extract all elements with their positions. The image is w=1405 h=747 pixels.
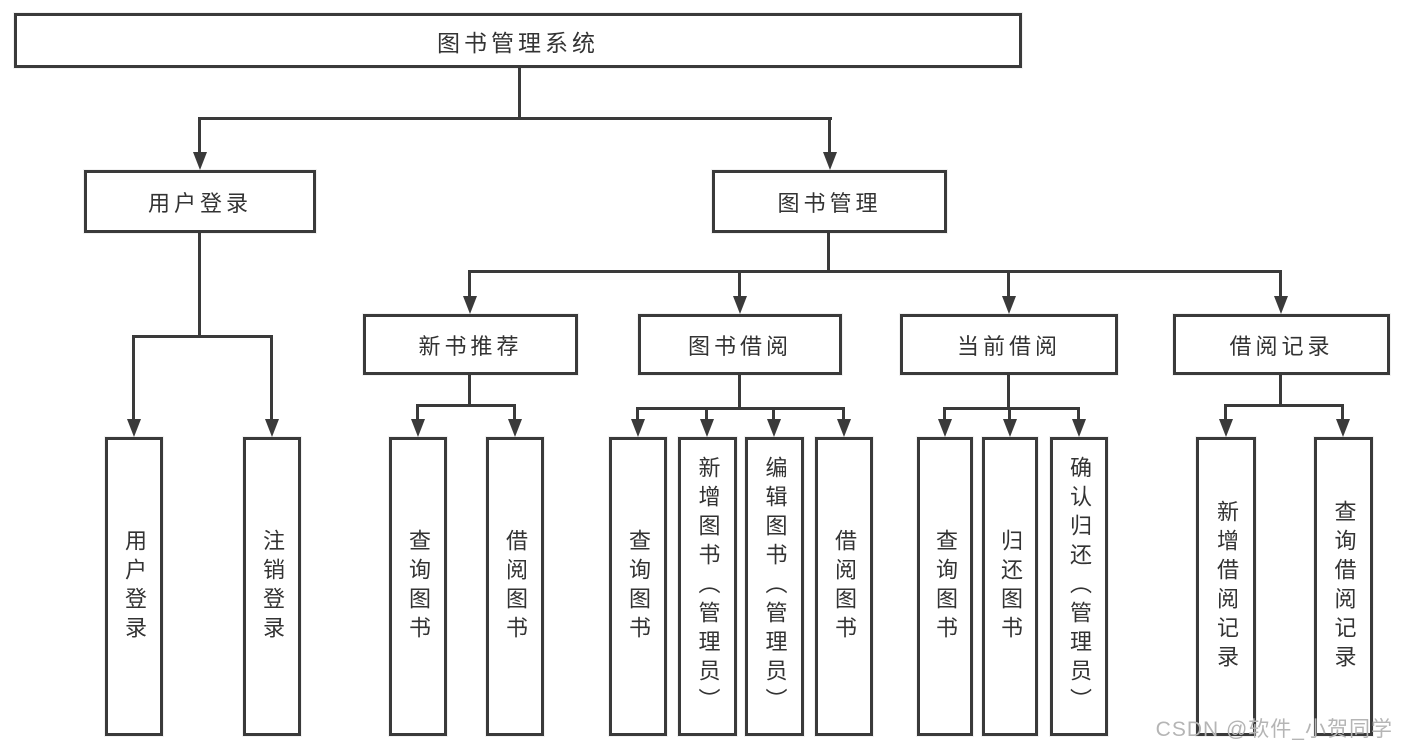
leaf-query-books-recommend: 查询图书 [389, 437, 447, 736]
node-current-borrowing-label: 当前借阅 [956, 333, 1061, 359]
connector-line [468, 270, 471, 298]
node-book-borrowing: 图书借阅 [638, 314, 842, 375]
connector-line [705, 407, 708, 421]
connector-line [416, 404, 419, 421]
leaf-query-books-borrowing: 查询图书 [609, 437, 667, 736]
connector-line [1279, 375, 1282, 406]
node-book-management-label: 图书管理 [777, 190, 882, 216]
leaf-user-login: 用户登录 [105, 437, 163, 736]
node-book-management: 图书管理 [712, 170, 947, 233]
leaf-logout-label: 注销登录 [260, 528, 285, 645]
csdn-watermark: CSDN @软件_小贺同学 [1155, 718, 1393, 741]
connector-line [416, 404, 516, 407]
connector-line [198, 233, 201, 338]
leaf-add-borrow-record: 新增借阅记录 [1196, 437, 1256, 736]
leaf-query-borrow-record-label: 查询借阅记录 [1331, 499, 1357, 674]
arrow-down-icon [767, 419, 781, 437]
connector-line [827, 233, 830, 273]
arrow-down-icon [733, 296, 747, 314]
leaf-add-borrow-record-label: 新增借阅记录 [1214, 499, 1239, 674]
leaf-query-borrow-record: 查询借阅记录 [1314, 437, 1373, 736]
connector-line [1008, 407, 1011, 421]
node-user-login: 用户登录 [84, 170, 316, 233]
node-root-label: 图书管理系统 [437, 29, 599, 56]
leaf-borrow-books-recommend: 借阅图书 [486, 437, 544, 736]
arrow-down-icon [1072, 419, 1086, 437]
arrow-down-icon [1274, 296, 1288, 314]
connector-line [132, 335, 135, 421]
leaf-edit-books-admin-label: 编辑图书（管理员） [762, 456, 788, 717]
connector-line [1077, 407, 1080, 421]
connector-line [943, 407, 946, 421]
connector-line [1341, 404, 1344, 421]
connector-line [772, 407, 775, 421]
leaf-logout: 注销登录 [243, 437, 301, 736]
node-book-borrowing-label: 图书借阅 [687, 333, 792, 359]
arrow-down-icon [508, 419, 522, 437]
node-current-borrowing: 当前借阅 [900, 314, 1118, 375]
arrow-down-icon [1219, 419, 1233, 437]
connector-line [468, 375, 471, 406]
node-user-login-label: 用户登录 [147, 190, 252, 216]
leaf-query-books-recommend-label: 查询图书 [406, 528, 431, 645]
arrow-down-icon [1336, 419, 1350, 437]
connector-line [518, 68, 521, 118]
leaf-return-books-label: 归还图书 [998, 528, 1023, 645]
connector-line [270, 335, 273, 421]
connector-line [636, 407, 639, 421]
leaf-confirm-return-admin: 确认归还（管理员） [1050, 437, 1108, 736]
connector-line [1279, 270, 1282, 298]
leaf-borrow-books-borrowing: 借阅图书 [815, 437, 873, 736]
arrow-down-icon [938, 419, 952, 437]
connector-line [513, 404, 516, 421]
leaf-query-books-borrowing-label: 查询图书 [626, 528, 651, 645]
leaf-user-login-label: 用户登录 [122, 528, 147, 645]
connector-line [1007, 375, 1010, 409]
connector-line [738, 270, 741, 298]
connector-line [828, 117, 831, 154]
node-root: 图书管理系统 [14, 13, 1022, 68]
node-borrow-records: 借阅记录 [1173, 314, 1390, 375]
arrow-down-icon [127, 419, 141, 437]
connector-line [198, 117, 201, 154]
leaf-borrow-books-borrowing-label: 借阅图书 [832, 528, 857, 645]
leaf-edit-books-admin: 编辑图书（管理员） [745, 437, 804, 736]
arrow-down-icon [463, 296, 477, 314]
connector-line [842, 407, 845, 421]
arrow-down-icon [700, 419, 714, 437]
leaf-confirm-return-admin-label: 确认归还（管理员） [1067, 456, 1092, 717]
connector-line [132, 335, 273, 338]
connector-line [468, 270, 1282, 273]
leaf-return-books: 归还图书 [982, 437, 1038, 736]
arrow-down-icon [837, 419, 851, 437]
leaf-borrow-books-recommend-label: 借阅图书 [503, 528, 528, 645]
connector-line [1007, 270, 1010, 298]
arrow-down-icon [411, 419, 425, 437]
node-new-book-recommendation-label: 新书推荐 [418, 333, 523, 359]
leaf-add-books-admin-label: 新增图书（管理员） [695, 456, 721, 717]
arrow-down-icon [1003, 419, 1017, 437]
arrow-down-icon [265, 419, 279, 437]
leaf-query-books-current-label: 查询图书 [933, 528, 958, 645]
leaf-add-books-admin: 新增图书（管理员） [678, 437, 737, 736]
connector-line [1224, 404, 1227, 421]
connector-line [943, 407, 1080, 410]
connector-line [738, 375, 741, 409]
node-borrow-records-label: 借阅记录 [1229, 333, 1334, 359]
arrow-down-icon [193, 152, 207, 170]
arrow-down-icon [823, 152, 837, 170]
connector-line [1224, 404, 1344, 407]
leaf-query-books-current: 查询图书 [917, 437, 973, 736]
node-new-book-recommendation: 新书推荐 [363, 314, 578, 375]
arrow-down-icon [631, 419, 645, 437]
connector-line [198, 117, 832, 120]
connector-line [636, 407, 845, 410]
arrow-down-icon [1002, 296, 1016, 314]
